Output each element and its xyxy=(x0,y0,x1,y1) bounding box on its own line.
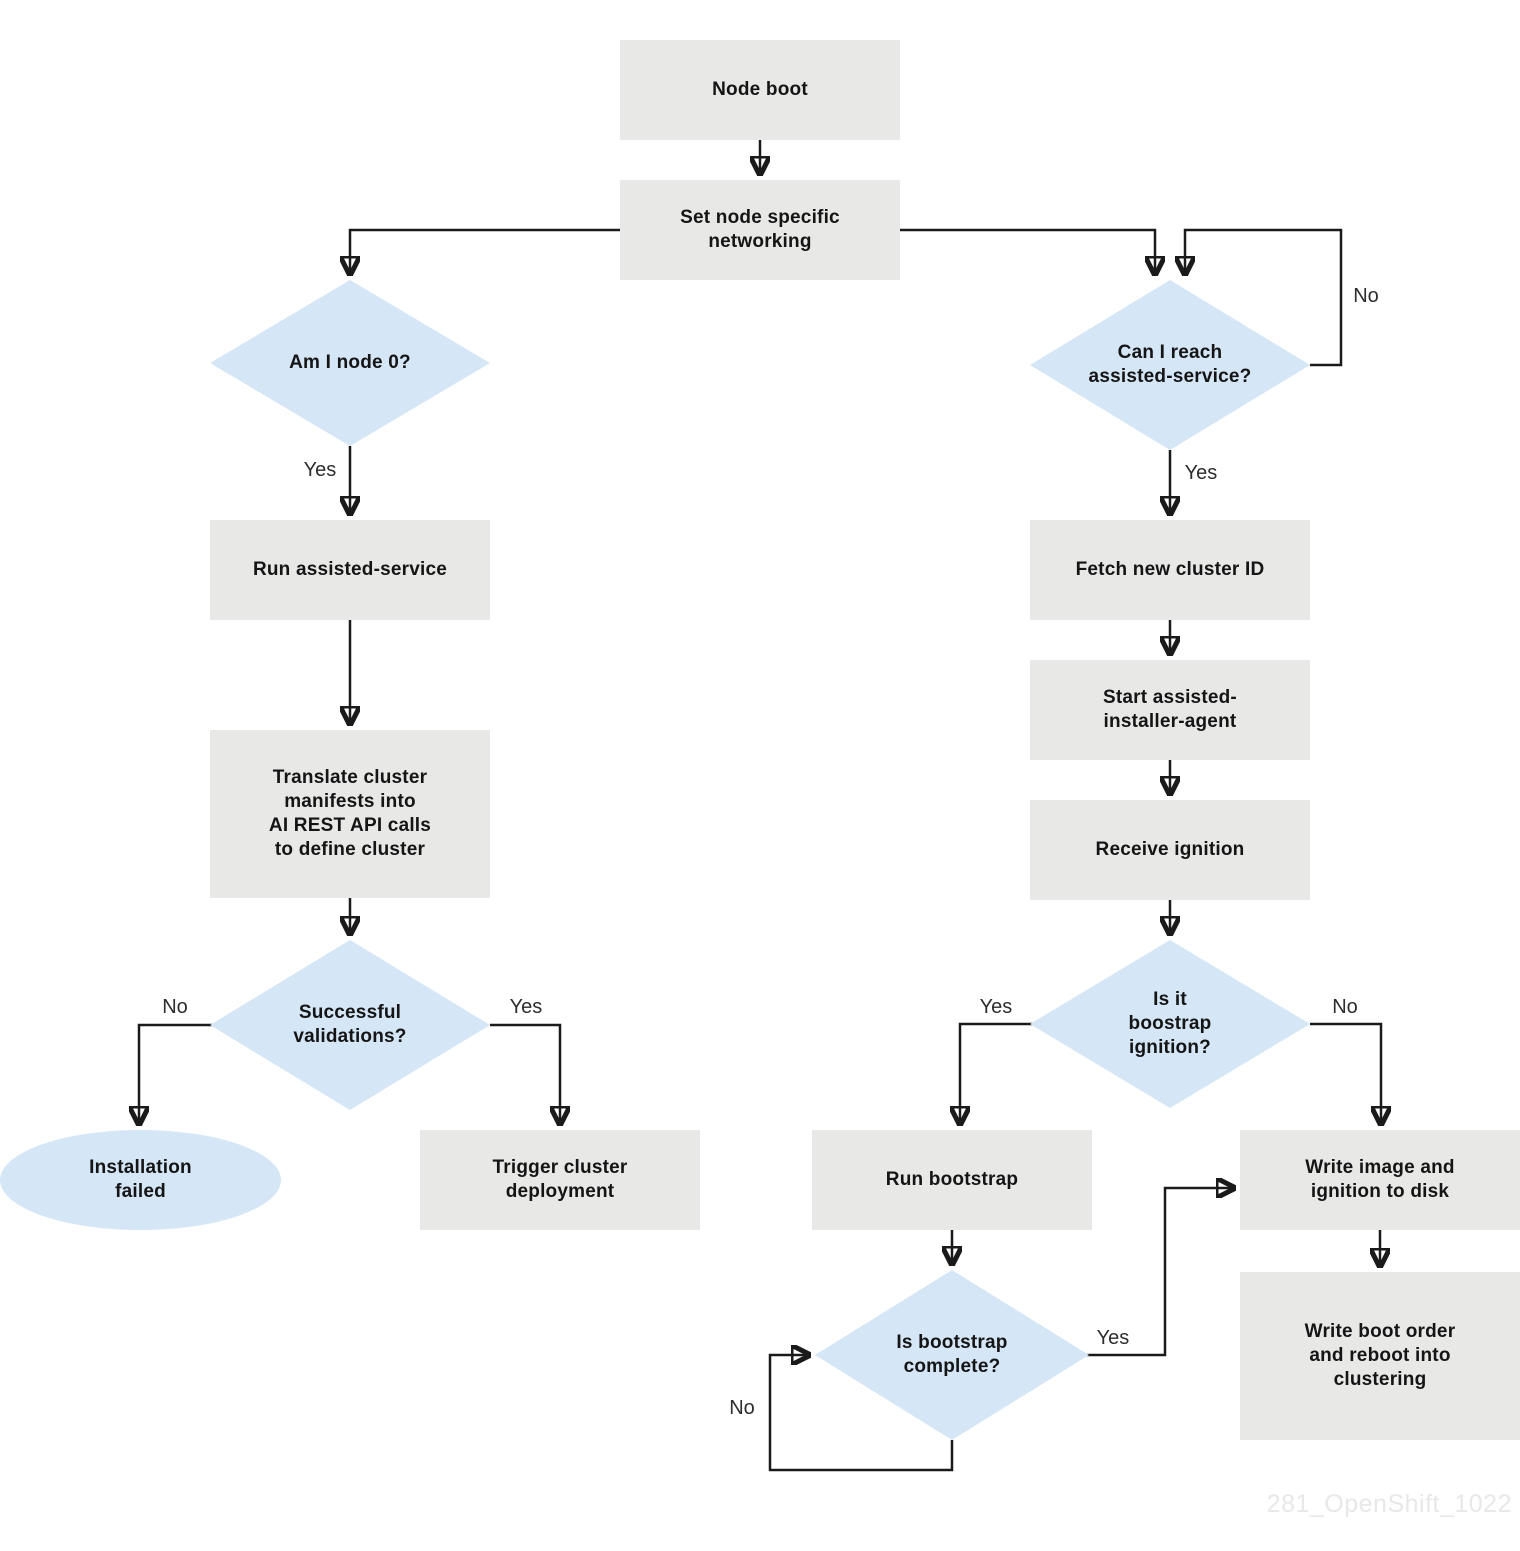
node-run-bootstrap: Run bootstrap xyxy=(812,1130,1092,1230)
node-is-bootstrap-complete-label: Is bootstrap complete? xyxy=(896,1331,1008,1377)
edge-label-node0-yes: Yes xyxy=(303,459,337,481)
node-write-boot-order-label: Write boot order and reboot into cluster… xyxy=(1304,1320,1456,1391)
node-is-bootstrap-complete: Is bootstrap complete? xyxy=(815,1270,1089,1440)
node-is-bootstrap-ignition-label: Is it boostrap ignition? xyxy=(1128,988,1212,1059)
node-receive-ignition: Receive ignition xyxy=(1030,800,1310,900)
node-installation-failed-label: Installation failed xyxy=(89,1156,192,1202)
node-set-networking-label: Set node specific networking xyxy=(680,206,840,252)
node-can-reach-service-label: Can I reach assisted-service? xyxy=(1088,341,1252,387)
node-run-assisted-service: Run assisted-service xyxy=(210,520,490,620)
node-set-networking: Set node specific networking xyxy=(620,180,900,280)
node-run-assisted-service-label: Run assisted-service xyxy=(252,558,448,580)
edge-validations-no-to-installation-failed xyxy=(139,1023,212,1122)
watermark-text: 281_OpenShift_1022 xyxy=(1266,1490,1512,1518)
edge-label-ignition-no: No xyxy=(1332,996,1358,1018)
node-run-bootstrap-label: Run bootstrap xyxy=(885,1168,1019,1190)
edge-ignition-yes-to-run-bootstrap xyxy=(960,1022,1033,1122)
node-am-i-node-0: Am I node 0? xyxy=(210,280,490,446)
node-successful-validations-label: Successful validations? xyxy=(293,1001,407,1047)
node-translate-cluster-label: Translate cluster manifests into AI REST… xyxy=(268,766,432,861)
node-write-image-label: Write image and ignition to disk xyxy=(1305,1156,1455,1202)
node-installation-failed: Installation failed xyxy=(0,1130,281,1230)
node-write-boot-order: Write boot order and reboot into cluster… xyxy=(1240,1272,1520,1440)
node-fetch-cluster-id-label: Fetch new cluster ID xyxy=(1075,558,1265,580)
edge-label-ignition-yes: Yes xyxy=(979,996,1013,1018)
node-start-agent: Start assisted- installer-agent xyxy=(1030,660,1310,760)
edge-label-validations-yes: Yes xyxy=(509,996,543,1018)
edge-label-complete-no: No xyxy=(729,1397,755,1419)
node-node-boot-label: Node boot xyxy=(712,78,808,100)
node-start-agent-label: Start assisted- installer-agent xyxy=(1103,686,1237,732)
edge-set-networking-to-am-i-node-0 xyxy=(350,228,620,272)
edge-ignition-no-to-write-image xyxy=(1310,1022,1381,1122)
node-trigger-deployment-label: Trigger cluster deployment xyxy=(492,1156,628,1202)
node-translate-cluster: Translate cluster manifests into AI REST… xyxy=(210,730,490,898)
edge-label-canreach-no: No xyxy=(1353,285,1379,307)
edge-label-validations-no: No xyxy=(162,996,188,1018)
node-trigger-deployment: Trigger cluster deployment xyxy=(420,1130,700,1230)
node-node-boot: Node boot xyxy=(620,40,900,140)
node-can-reach-service: Can I reach assisted-service? xyxy=(1030,280,1310,450)
node-receive-ignition-label: Receive ignition xyxy=(1095,838,1245,860)
node-is-bootstrap-ignition: Is it boostrap ignition? xyxy=(1030,940,1310,1108)
node-fetch-cluster-id: Fetch new cluster ID xyxy=(1030,520,1310,620)
edge-set-networking-to-can-reach xyxy=(900,228,1155,272)
node-successful-validations: Successful validations? xyxy=(210,940,490,1110)
edge-label-canreach-yes: Yes xyxy=(1184,462,1218,484)
edge-label-complete-yes: Yes xyxy=(1096,1327,1130,1349)
node-write-image: Write image and ignition to disk xyxy=(1240,1130,1520,1230)
node-am-i-node-0-label: Am I node 0? xyxy=(289,351,411,373)
edge-validations-yes-to-trigger-deployment xyxy=(490,1023,560,1122)
